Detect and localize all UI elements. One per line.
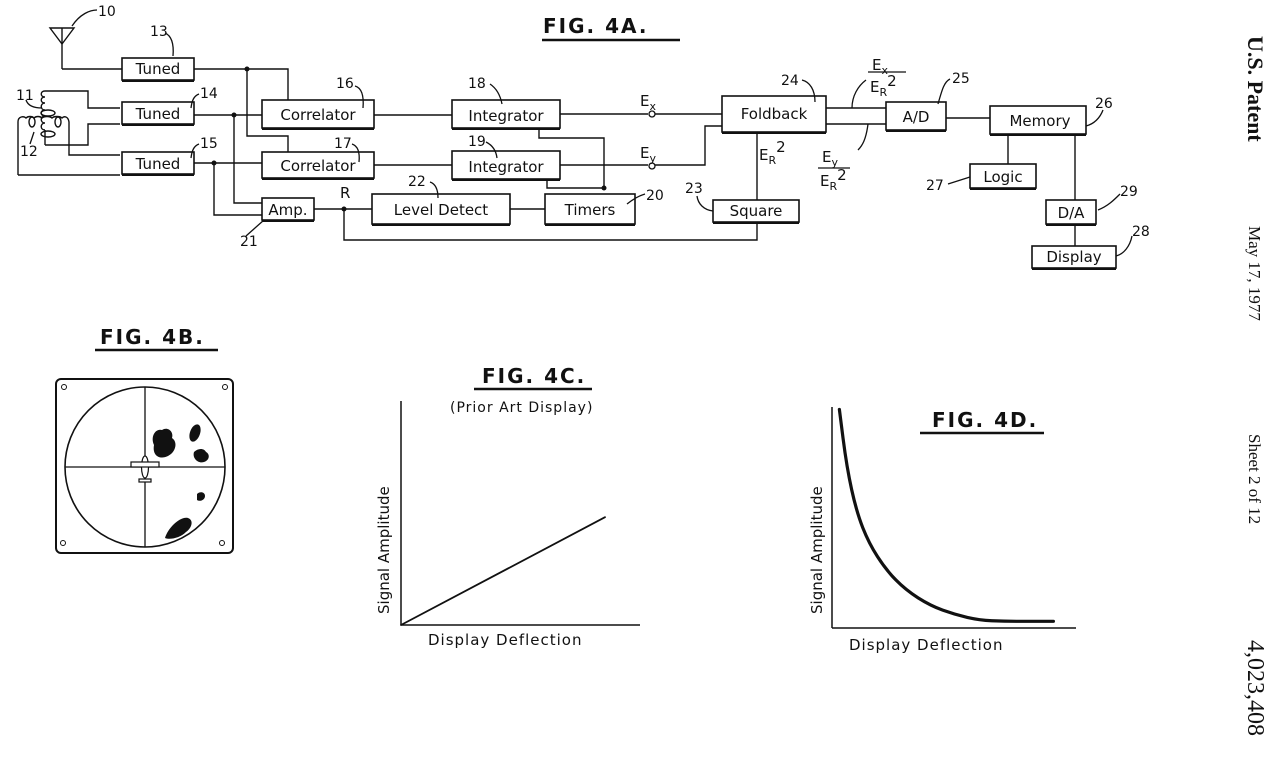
ref-14: 14 [200,86,218,102]
ref-19: 19 [468,134,486,150]
ref-17: 17 [334,136,352,152]
r-signal-label: R [340,184,350,202]
foldback-block-24 [721,95,827,133]
memory-26-label: Memory [1009,112,1070,130]
integrator-block-18 [451,99,561,129]
fig-4c-title: FIG. 4C. [482,364,586,388]
patent-margin-header: U.S. Patent May 17, 1977 Sheet 2 of 12 4… [1228,0,1278,776]
foldback-24-label: Foldback [741,105,808,123]
ref-18: 18 [468,76,486,92]
display-28-label: Display [1046,248,1101,266]
screw-icon [60,540,66,546]
fig-4c-xlabel: Display Deflection [428,631,583,649]
ref-11: 11 [16,88,34,104]
fig-4b-title: FIG. 4B. [100,325,205,349]
antenna-icon [48,27,76,48]
ref-21: 21 [240,234,258,250]
da-block-29 [1045,199,1097,225]
ref-16: 16 [336,76,354,92]
fig-4c: FIG. 4C. (Prior Art Display) Display Def… [375,364,640,649]
sheet-number: Sheet 2 of 12 [1245,434,1264,525]
fig-4d-series [837,407,1055,623]
ey-over-er2-label: Ey [822,148,838,169]
ex-over-er2-label: Ex [872,56,888,77]
weather-cell [189,424,201,442]
fig-4c-subtitle: (Prior Art Display) [450,400,593,416]
er2-denominator-top: ER2 [870,72,897,99]
fig-4b: FIG. 4B. [55,325,234,554]
fig-4d-xlabel: Display Deflection [849,636,1004,654]
tuned-14-label: Tuned [135,105,181,123]
correlator-block-16 [261,99,375,129]
ref-29: 29 [1120,184,1138,200]
correlator-16-label: Correlator [280,106,356,124]
drawing-sheet: FIG. 4A. 10 11 12 Tuned [16,4,1150,654]
screw-icon [219,540,225,546]
screw-icon [222,384,228,390]
patent-number: 4,023,408 [1242,640,1268,736]
correlator-17-label: Correlator [280,157,356,175]
fig-4d: FIG. 4D. Display Deflection Signal Ampli… [808,407,1076,654]
fig-4c-series [400,516,606,626]
square-23-label: Square [730,202,783,220]
ey-terminal-icon [648,162,656,170]
ref-20: 20 [646,188,664,204]
screw-icon [61,384,67,390]
tuned-13-label: Tuned [135,60,181,78]
da-29-label: D/A [1058,204,1086,222]
ref-24: 24 [781,73,799,89]
fig-4a: FIG. 4A. 10 11 12 Tuned [16,4,1150,270]
correlator-block-17 [261,151,375,179]
integrator-19-label: Integrator [468,158,544,176]
fig-4c-ylabel: Signal Amplitude [375,486,393,614]
weather-cell [197,492,205,501]
level-detect-22-label: Level Detect [394,201,488,219]
ref-15: 15 [200,136,218,152]
ref-27: 27 [926,178,944,194]
ex-label: Ex [640,92,656,113]
amp-21-label: Amp. [268,201,307,219]
fig-4a-title: FIG. 4A. [543,14,648,38]
weather-cells [152,424,209,539]
timers-block-20 [544,193,636,225]
fig-4d-title: FIG. 4D. [932,408,1038,432]
ref-23: 23 [685,181,703,197]
weather-cell [165,517,192,539]
ad-25-label: A/D [903,108,930,126]
level-detect-block-22 [371,193,511,225]
ref-13: 13 [150,24,168,40]
weather-cell [152,428,176,458]
timers-20-label: Timers [564,201,616,219]
memory-block-26 [989,105,1087,135]
ref-28: 28 [1132,224,1150,240]
logic-27-label: Logic [983,168,1022,186]
loop-antenna-icon [17,90,120,176]
fig-4d-ylabel: Signal Amplitude [808,486,826,614]
ref-10: 10 [98,4,116,20]
ref-25: 25 [952,71,970,87]
fig-4c-line [400,516,606,626]
patent-date: May 17, 1977 [1245,226,1264,321]
aircraft-icon [130,455,160,483]
ref-12: 12 [20,144,38,160]
integrator-18-label: Integrator [468,107,544,125]
ey-label: Ey [640,144,656,165]
fig-4d-curve [837,407,1055,623]
ref-22: 22 [408,174,426,190]
patent-office-label: U.S. Patent [1243,36,1268,142]
tuned-15-label: Tuned [135,155,181,173]
er-squared-label: ER2 [759,138,786,167]
er2-denominator-bottom: ER2 [820,166,847,193]
ref-26: 26 [1095,96,1113,112]
weather-cell [193,449,209,463]
